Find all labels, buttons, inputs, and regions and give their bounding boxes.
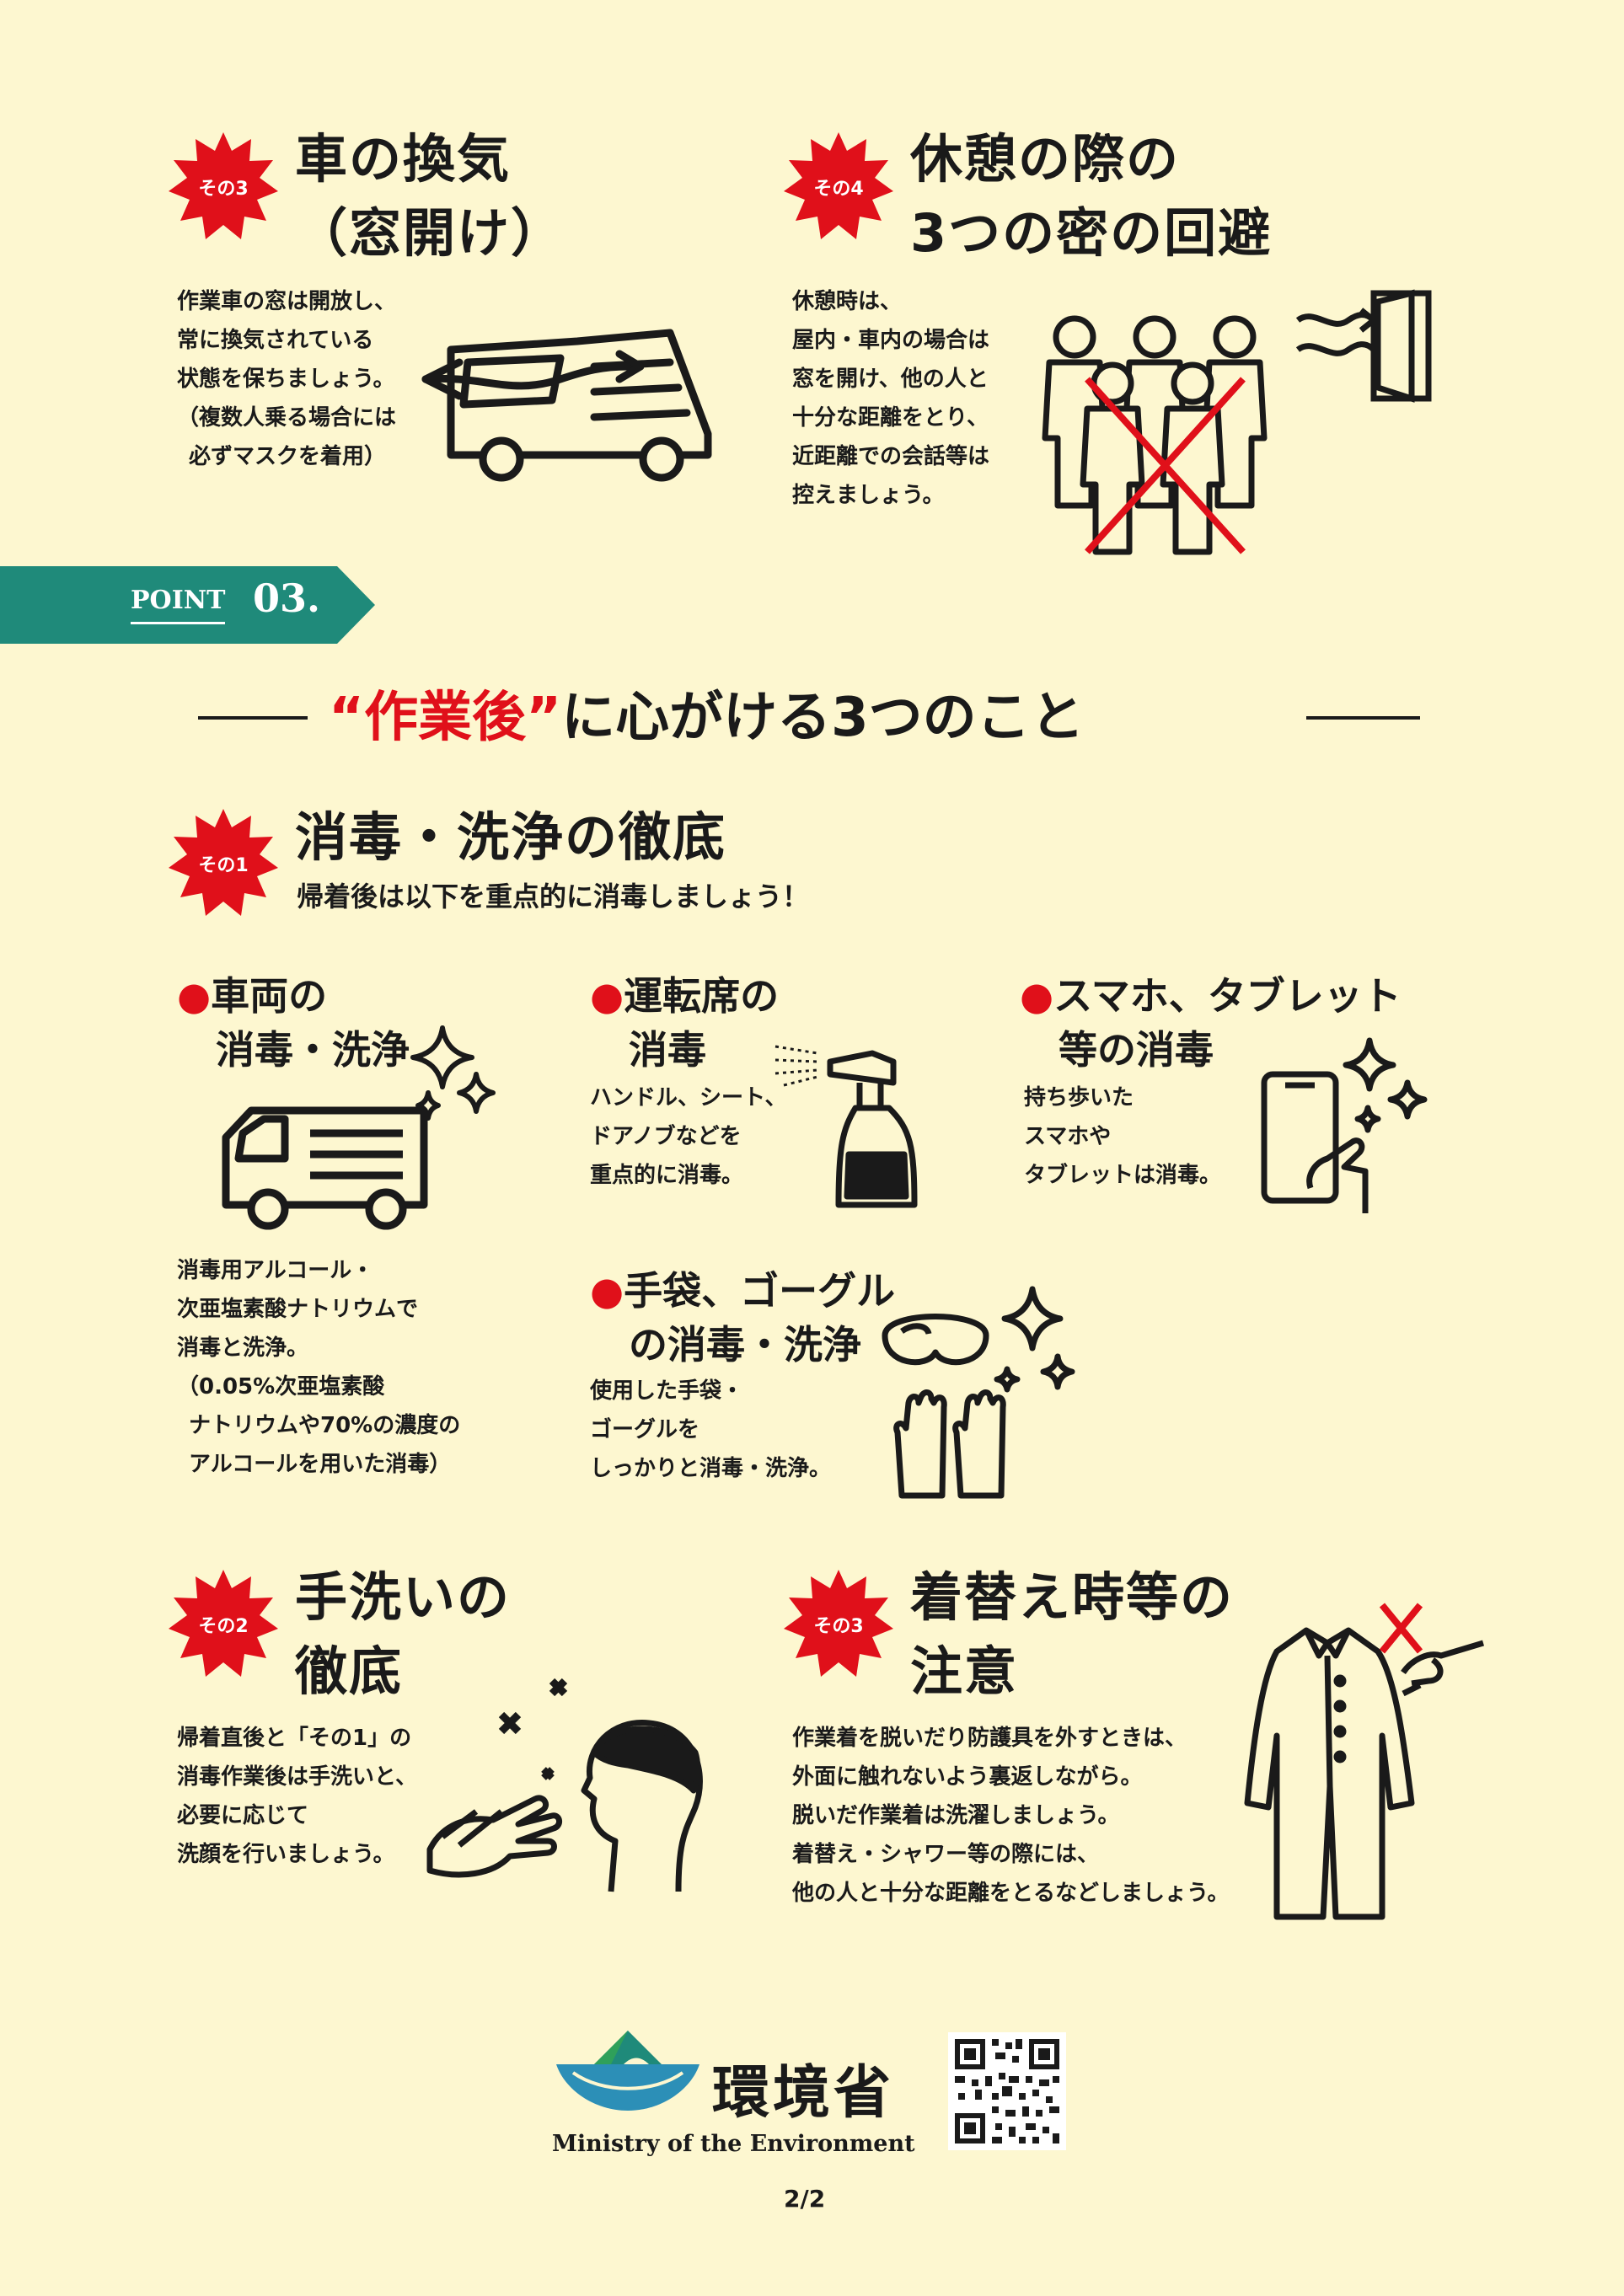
ministry-name-ja: 環境省	[712, 2060, 895, 2127]
point-label: POINT	[131, 580, 226, 624]
qr-code-icon	[948, 2032, 1066, 2150]
red-dot-icon: ●	[590, 973, 624, 1019]
crowd-people-icon	[1042, 315, 1268, 555]
section-title-break: 休憩の際の 3つの密の回避	[910, 128, 1273, 264]
badge-sono3-ventilation: その3	[169, 132, 278, 242]
ministry-name-en: Ministry of the Environment	[552, 2131, 915, 2157]
red-dot-icon: ●	[1020, 973, 1054, 1019]
ventilation-text: 作業車の窓は開放し、 常に換気されている 状態を保ちましょう。 （複数人乗る場合…	[177, 289, 397, 469]
item-seat-text: ハンドル、シート、 ドアノブなどを 重点的に消毒。	[590, 1085, 787, 1188]
badge-label: その3	[198, 179, 249, 200]
item-phone-title: ●スマホ、タブレット 等の消毒	[1020, 973, 1402, 1073]
badge-label: その4	[813, 179, 864, 200]
item-phone-text: 持ち歩いた スマホや タブレットは消毒。	[1024, 1085, 1222, 1188]
sparkle-icon	[410, 1025, 496, 1121]
item-vehicle-text: 消毒用アルコール・ 次亜塩素酸ナトリウムで 消毒と洗浄。 （0.05%次亜塩素酸…	[177, 1258, 461, 1477]
break-text: 休憩時は、 屋内・車内の場合は 窓を開け、他の人と 十分な距離をとり、 近距離で…	[792, 289, 990, 508]
badge-after-sono1: その1	[169, 809, 278, 918]
section-heading: “作業後”に心がける3つのこと	[329, 687, 1085, 749]
coverall-icon	[1244, 1603, 1485, 1920]
red-dot-icon: ●	[590, 1268, 624, 1314]
smartphone-hand-icon	[1261, 1037, 1428, 1213]
truck-icon	[222, 1106, 428, 1230]
handwash-title: 手洗いの 徹底	[295, 1566, 512, 1702]
heading-rule-right	[1306, 716, 1420, 720]
point-number: 03.	[253, 575, 321, 621]
badge-sono4-break: その4	[784, 132, 893, 242]
disinfection-subtitle: 帰着後は以下を重点的に消毒しましょう！	[297, 880, 810, 913]
handwash-text: 帰着直後と「その1」の 消毒作業後は手洗いと、 必要に応じて 洗顔を行いましょう…	[177, 1726, 417, 1867]
goggles-gloves-icon	[882, 1286, 1075, 1499]
badge-after-sono2: その2	[169, 1570, 278, 1679]
badge-label: その2	[198, 1616, 249, 1637]
changing-title: 着替え時等の 注意	[910, 1566, 1235, 1702]
spray-bottle-icon	[774, 1045, 918, 1208]
item-gloves-title: ●手袋、ゴーグル の消毒・洗浄	[590, 1268, 896, 1367]
changing-text: 作業着を脱いだり防護具を外すときは、 外面に触れないよう裏返しながら。 脱いだ作…	[792, 1726, 1230, 1906]
ministry-logo-icon	[556, 2031, 699, 2111]
disinfection-title: 消毒・洗浄の徹底	[295, 806, 727, 868]
red-dot-icon: ●	[177, 973, 212, 1019]
badge-label: その1	[198, 855, 249, 876]
badge-label: その3	[813, 1616, 864, 1637]
truck-ventilation-icon	[421, 329, 712, 482]
open-window-icon	[1295, 289, 1432, 403]
heading-rule-left	[198, 716, 308, 720]
page-number: 2/2	[784, 2185, 826, 2213]
section-title-ventilation: 車の換気 （窓開け）	[295, 128, 565, 264]
item-gloves-text: 使用した手袋・ ゴーグルを しっかりと消毒・洗浄。	[590, 1378, 832, 1481]
item-vehicle-title: ●車両の 消毒・洗浄	[177, 973, 410, 1073]
badge-after-sono3: その3	[784, 1570, 893, 1679]
handwash-face-icon	[426, 1678, 703, 1892]
point-banner-bg	[0, 566, 375, 644]
item-seat-title: ●運転席の 消毒	[590, 973, 780, 1073]
